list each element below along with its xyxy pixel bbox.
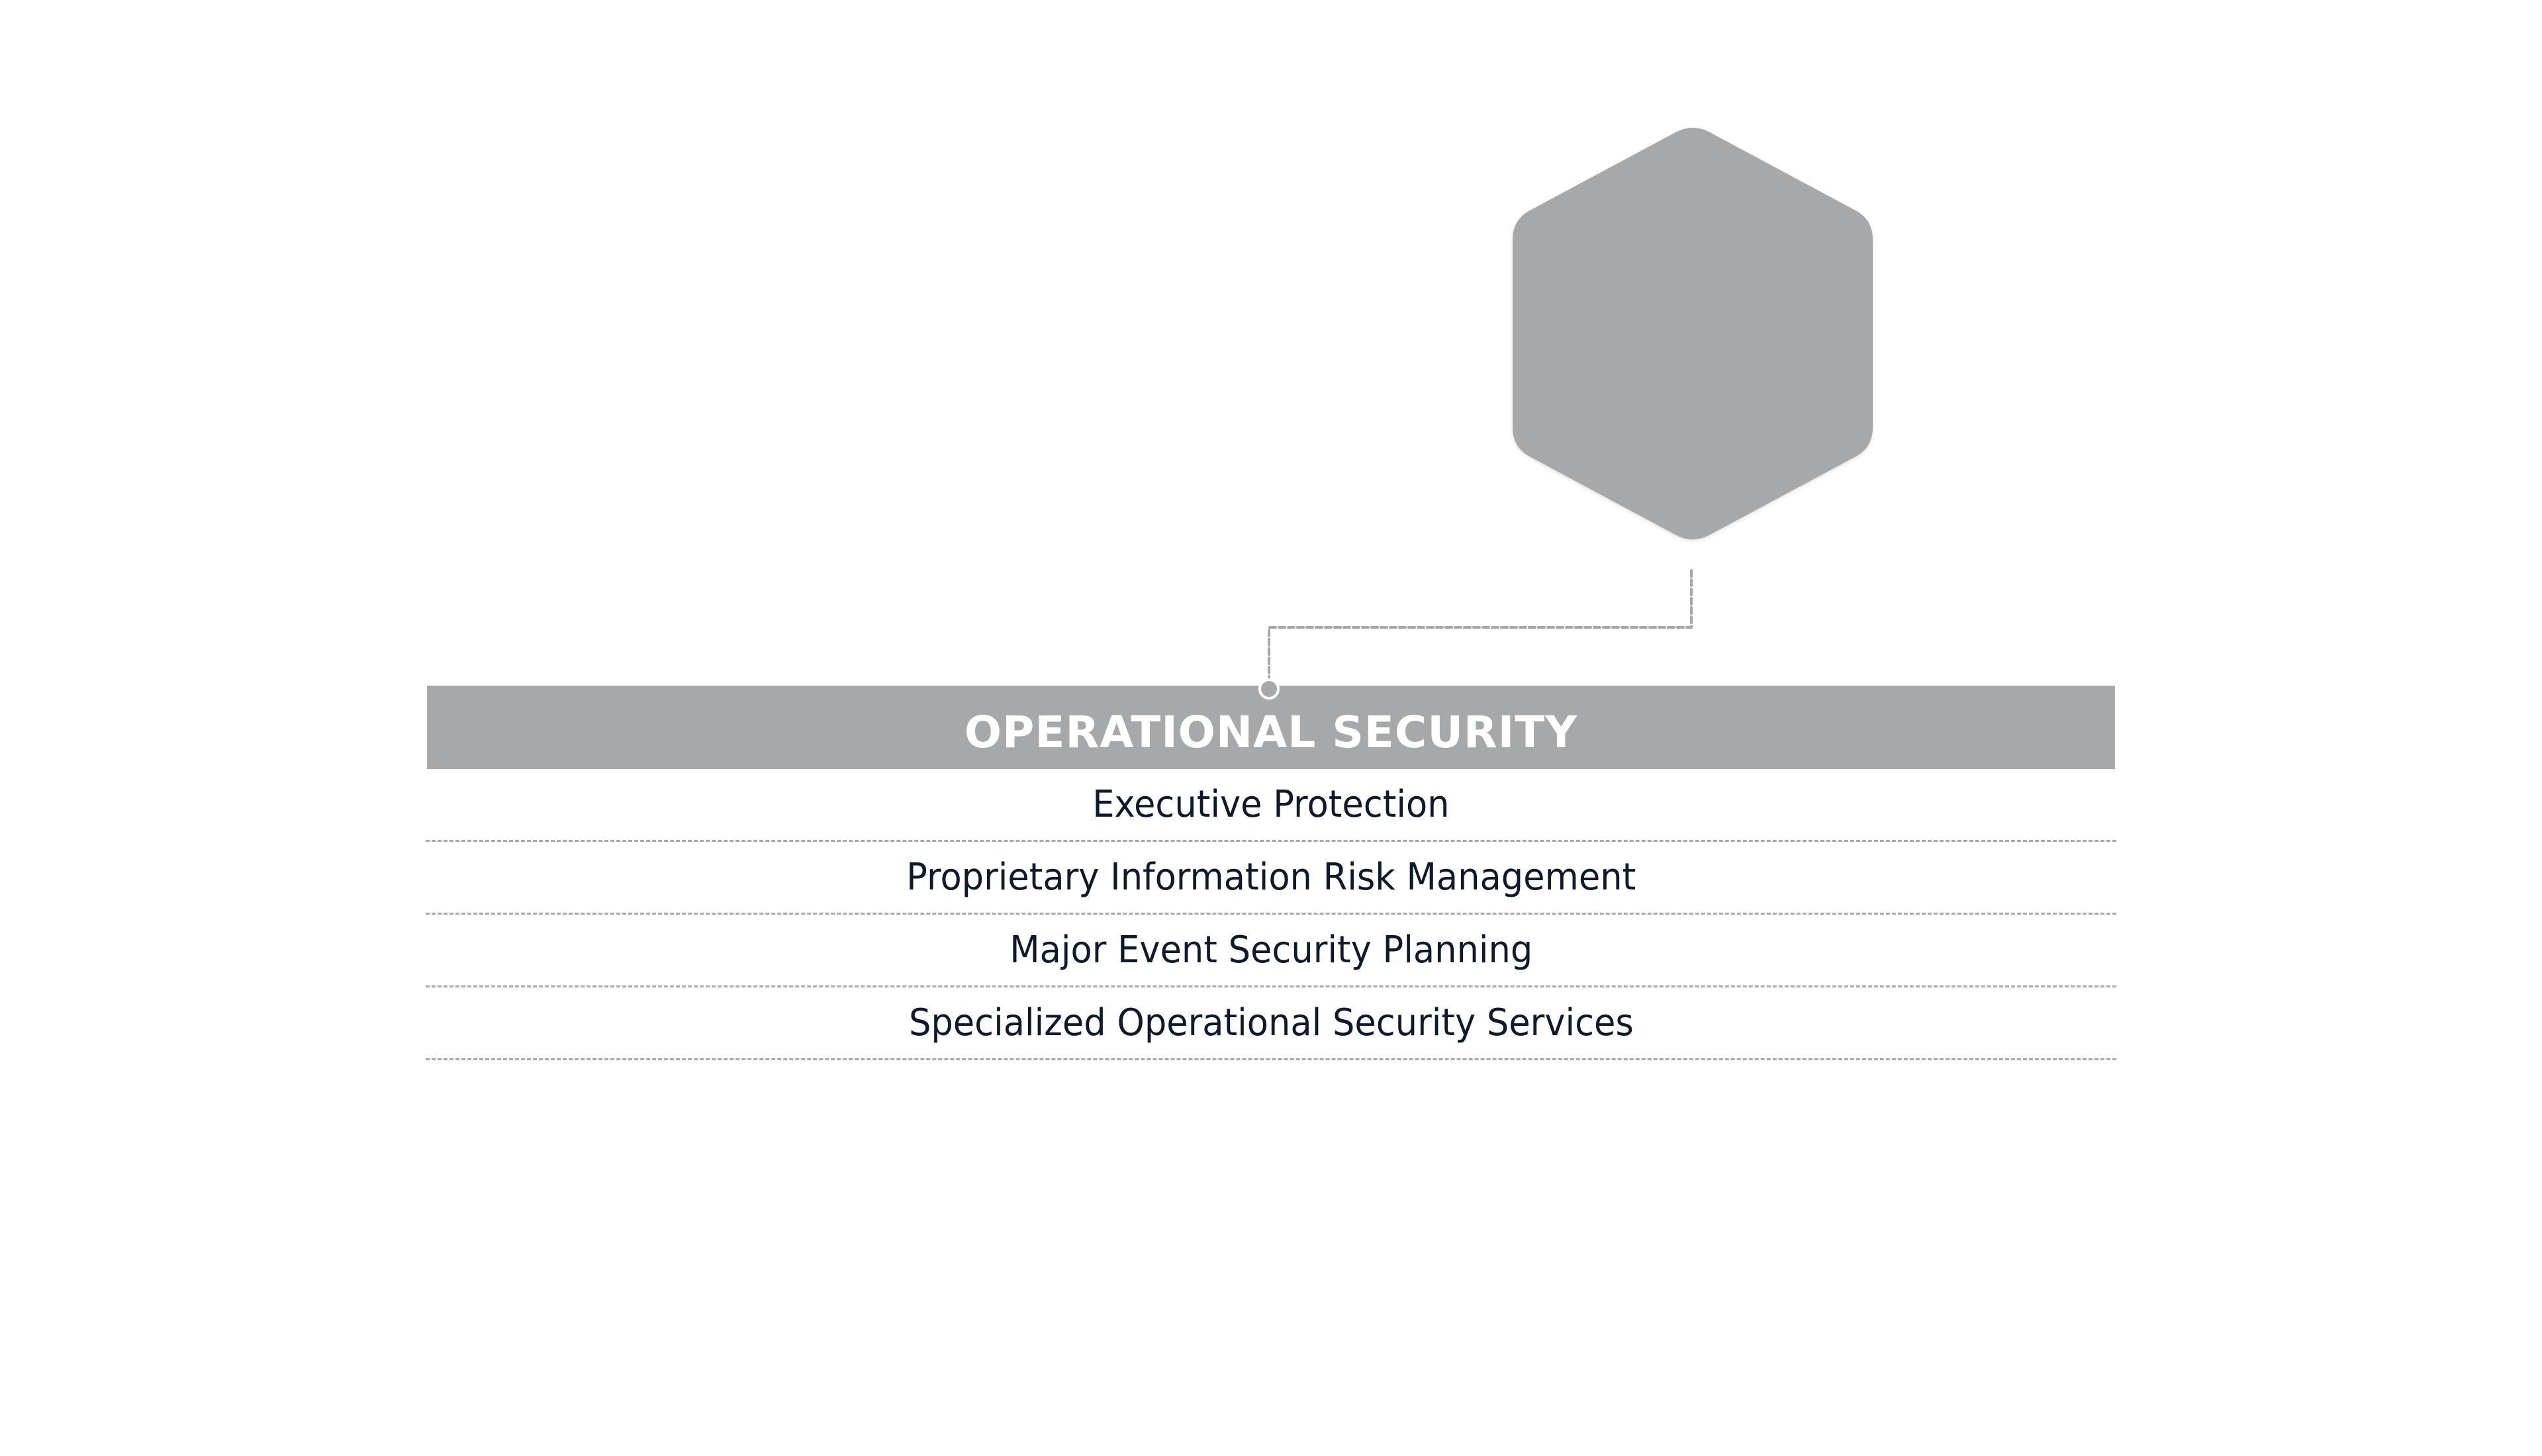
list-item: Major Event Security Planning bbox=[426, 915, 2116, 987]
hexagon-shape bbox=[1513, 128, 1873, 539]
list-item-label: Major Event Security Planning bbox=[1009, 928, 1533, 972]
connector-path bbox=[1268, 569, 1693, 679]
list-item-label: Proprietary Information Risk Management bbox=[906, 855, 1636, 899]
list-item-label: Specialized Operational Security Service… bbox=[908, 1001, 1634, 1044]
list-item: Executive Protection bbox=[426, 769, 2116, 842]
list-item-label: Executive Protection bbox=[1092, 782, 1450, 826]
service-list: Executive Protection Proprietary Informa… bbox=[426, 769, 2116, 1060]
hexagon-icon bbox=[1513, 128, 1873, 539]
list-item: Proprietary Information Risk Management bbox=[426, 842, 2116, 915]
section-title: OPERATIONAL SECURITY bbox=[964, 707, 1578, 758]
list-item: Specialized Operational Security Service… bbox=[426, 987, 2116, 1060]
section-header: OPERATIONAL SECURITY bbox=[427, 686, 2115, 769]
hexagon-node bbox=[1503, 119, 1883, 548]
